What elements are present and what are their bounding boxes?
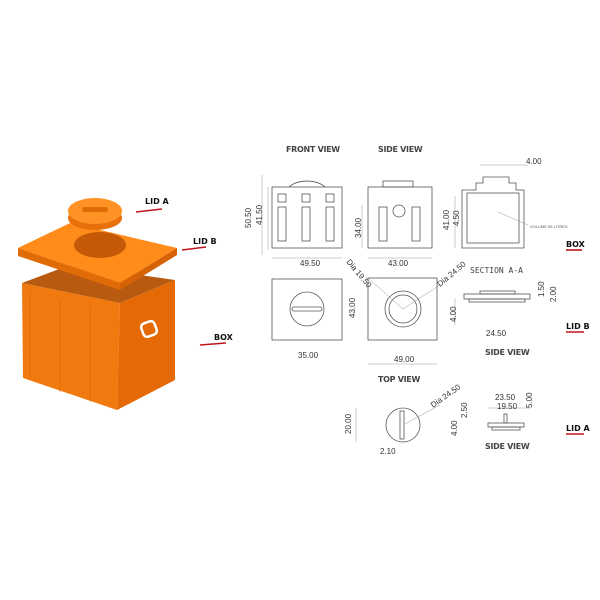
dim-lid-a-side-inner: 19.50 xyxy=(497,402,518,411)
lid-a-top-view-drawing xyxy=(355,404,441,443)
dim-lid-b-side-2: 2.00 xyxy=(549,286,558,302)
box-side-label: BOX xyxy=(566,240,586,249)
dim-lid-a-side-h1: 5.00 xyxy=(525,392,534,408)
lid-b-side-view-drawing xyxy=(454,290,531,325)
dim-lid-b-depth: 43.00 xyxy=(348,297,357,318)
side-view-title: SIDE VIEW xyxy=(378,145,423,154)
dim-height-total: 50.50 xyxy=(244,207,253,228)
dim-side-inner: 34.00 xyxy=(354,217,363,238)
box-3d-render xyxy=(18,198,177,410)
lid-a-side-view-drawing xyxy=(487,407,530,431)
dim-lid-b-side-width: 24.50 xyxy=(486,329,507,338)
dim-lid-a-height: 20.00 xyxy=(344,413,353,434)
dim-lid-a-slot: 2.10 xyxy=(380,447,396,456)
front-view-drawing xyxy=(261,175,343,259)
lid-a-side-label: LID A xyxy=(566,424,591,433)
box-opening xyxy=(22,265,175,303)
box-front-face xyxy=(22,283,120,410)
lid-a-label: LID A xyxy=(145,197,170,206)
section-title: SECTION A-A xyxy=(470,266,523,275)
dim-section-wall: 4.50 xyxy=(452,210,461,226)
handle-icon xyxy=(139,319,159,339)
lid-a-side-view-title: SIDE VIEW xyxy=(485,442,530,451)
lid-b-label: LID B xyxy=(193,237,217,246)
dim-lid-a-side-h2: 2.50 xyxy=(460,402,469,418)
box-side-face xyxy=(117,280,175,410)
dim-height-body: 41.50 xyxy=(255,204,264,225)
dim-lid-b-dia: Dia 24.50 xyxy=(436,259,468,288)
section-a-a-drawing xyxy=(454,164,529,249)
top-view-title: TOP VIEW xyxy=(378,375,420,384)
dim-section-top: 4.00 xyxy=(526,157,542,166)
dim-lid-b-width-left: 35.00 xyxy=(298,351,319,360)
dim-lid-b-side-1: 1.50 xyxy=(537,281,546,297)
dim-width-front: 49.50 xyxy=(300,259,321,268)
lid-b-hole xyxy=(74,232,126,258)
dim-lid-a-dia: Dia 24.50 xyxy=(429,382,463,409)
volume-note: VOLUME 55 LITRES xyxy=(530,224,568,229)
lid-b-side-label: LID B xyxy=(566,322,590,331)
lid-b-side-view-title: SIDE VIEW xyxy=(485,348,530,357)
front-view-title: FRONT VIEW xyxy=(286,145,340,154)
lid-b-top-view-drawing xyxy=(271,277,441,365)
dim-width-side: 43.00 xyxy=(388,259,409,268)
dim-section-height: 41.00 xyxy=(442,209,451,230)
dim-dia-lid: Dia 19.50 xyxy=(344,258,373,290)
side-view-drawing xyxy=(361,180,433,259)
lid-a-pointer xyxy=(135,208,163,213)
dim-lid-a-side-top: 23.50 xyxy=(495,393,516,402)
dim-lid-a-side-h3: 4.00 xyxy=(450,420,459,436)
box-label: BOX xyxy=(214,333,234,342)
dim-lid-b-side-3: 4.00 xyxy=(449,306,458,322)
dim-lid-b-width: 49.00 xyxy=(394,355,415,364)
